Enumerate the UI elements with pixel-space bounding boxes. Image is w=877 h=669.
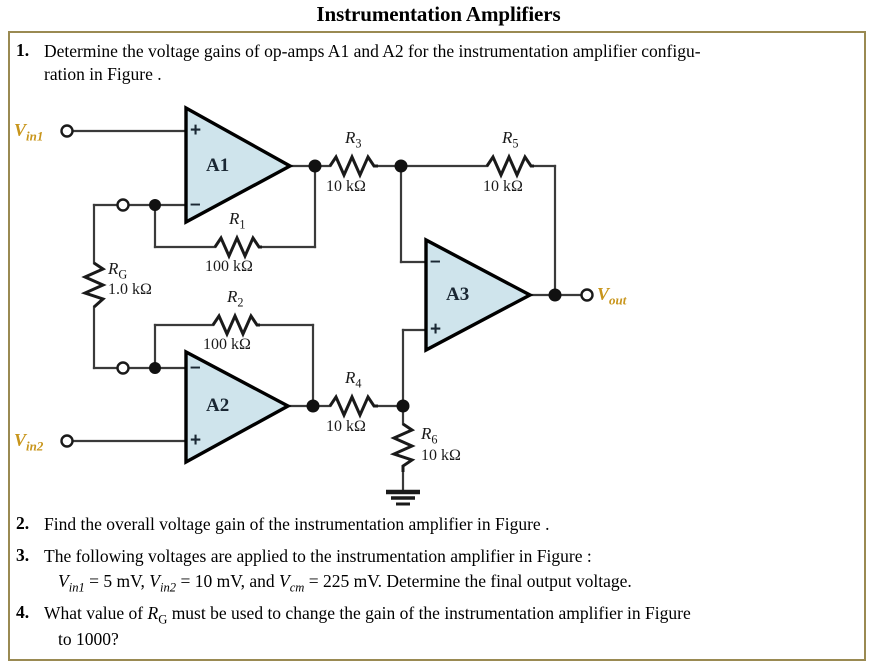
label-r3-base: R [345,128,356,147]
label-r2-base: R [227,287,238,306]
opamp-a3-label: A3 [446,284,470,305]
label-r1-value: 100 kΩ [205,258,253,275]
label-r6-sub: 6 [431,432,438,447]
label-r4-sub: 4 [355,376,362,391]
label-vin1: Vin1 [14,120,44,144]
q3-vcm-val: = 225 mV. Determine the final output vol… [304,571,632,591]
label-rg-sub: G [118,267,128,282]
q4-rg-sym: RG [147,603,168,627]
question-1-line-2: ration in Figure . [44,64,162,84]
question-2-line-1: Find the overall voltage gain of the ins… [44,514,550,534]
label-vout-base: V [597,284,610,304]
label-r4-base: R [345,368,356,387]
q3-vcm-sym: Vcm [278,571,305,595]
label-r6-value: 10 kΩ [421,447,461,464]
label-vin1-base: V [14,120,27,140]
label-vout: Vout [597,284,627,308]
label-r3-value: 10 kΩ [326,178,366,195]
label-vin2: Vin2 [14,430,44,454]
label-r2-sub: 2 [237,295,244,310]
label-r4-value: 10 kΩ [326,418,366,435]
question-4-line-1: What value of RG must be used to change … [44,603,691,627]
label-r1-name: R1 [229,209,246,232]
label-r1-base: R [229,209,240,228]
label-vout-sub: out [609,292,627,308]
opamp-a1-label: A1 [206,155,230,176]
question-4-line-2: to 1000? [58,629,119,649]
label-r2-value: 100 kΩ [203,336,251,353]
opamp-a1-plus-sign: + [190,120,202,141]
label-vin2-base: V [14,430,27,450]
question-3-number: 3. [16,545,30,565]
question-4-number: 4. [16,602,30,622]
label-rg-name: RG [108,259,128,282]
label-r5-name: R5 [502,128,519,151]
opamp-a1-minus-sign: – [190,194,201,215]
label-r6-name: R6 [421,424,438,447]
question-1-line-1: Determine the voltage gains of op-amps A… [44,41,701,61]
label-r5-sub: 5 [512,136,519,151]
label-vin2-sub: in2 [26,438,44,454]
label-r1-sub: 1 [239,217,246,232]
label-r6-base: R [421,424,432,443]
q3-vin1-val: = 5 mV, [89,571,150,591]
question-3-line-2: Vin1 = 5 mV, Vin2 = 10 mV, and Vcm = 225… [58,570,877,595]
question-2-number: 2. [16,513,30,533]
q3-vin1-sym: Vin1 [58,571,85,595]
q3-vin2-sym: Vin2 [149,571,177,595]
label-r5-value: 10 kΩ [483,178,523,195]
label-vin1-sub: in1 [26,128,44,144]
label-r2-name: R2 [227,287,244,310]
opamp-a2-label: A2 [206,395,230,416]
q3-vin2-val: = 10 mV, and [176,571,279,591]
opamp-a2-plus-sign: + [190,430,202,451]
label-r3-sub: 3 [355,136,362,151]
page-title: Instrumentation Amplifiers [316,2,561,26]
question-1-number: 1. [16,40,30,60]
opamp-a2-minus-sign: – [190,357,201,378]
opamp-a3-plus-sign: + [430,319,442,340]
opamp-a3-minus-sign: – [430,251,441,272]
label-r3-name: R3 [345,128,362,151]
question-3-line-1: The following voltages are applied to th… [44,546,592,566]
label-rg-value: 1.0 kΩ [108,281,152,298]
label-r4-name: R4 [345,368,362,391]
label-rg-base: R [108,259,119,278]
label-r5-base: R [502,128,513,147]
